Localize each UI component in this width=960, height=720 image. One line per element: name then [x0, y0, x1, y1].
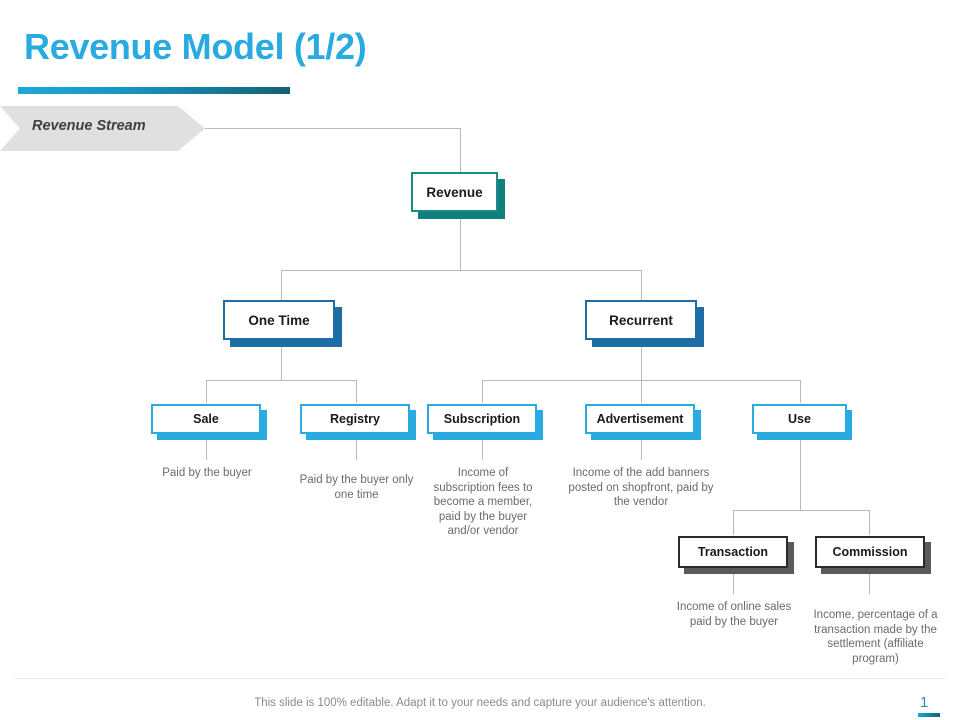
node-sale[interactable]: Sale	[151, 404, 261, 434]
connector-commission-to-caption	[869, 568, 870, 594]
node-commission-label: Commission	[832, 545, 908, 559]
connector-one-time-down	[281, 340, 282, 380]
node-registry-label: Registry	[329, 412, 381, 426]
caption-advertisement: Income of the add banners posted on shop…	[568, 467, 714, 508]
node-subscription[interactable]: Subscription	[427, 404, 537, 434]
connector-use-down	[800, 436, 801, 510]
connector-sale-to-caption	[206, 436, 207, 460]
node-revenue-label: Revenue	[426, 184, 483, 200]
page-number-underline	[918, 713, 940, 717]
node-transaction[interactable]: Transaction	[678, 536, 788, 568]
connector-to-sale	[206, 380, 207, 403]
connector-subscription-to-caption	[482, 436, 483, 460]
node-recurrent-label: Recurrent	[609, 312, 673, 328]
connector-to-registry	[356, 380, 357, 403]
connector-to-recurrent	[641, 270, 642, 300]
footer-divider	[15, 678, 945, 679]
connector-use-bus	[733, 510, 869, 511]
connector-banner-to-revenue-horizontal	[205, 128, 461, 129]
connector-to-one-time	[281, 270, 282, 300]
node-advertisement[interactable]: Advertisement	[585, 404, 695, 434]
node-recurrent[interactable]: Recurrent	[585, 300, 697, 340]
footer-note: This slide is 100% editable. Adapt it to…	[254, 697, 706, 709]
connector-to-advertisement	[641, 380, 642, 403]
connector-banner-to-revenue-vertical	[460, 128, 461, 172]
caption-registry: Paid by the buyer only one time	[299, 474, 414, 501]
node-use-label: Use	[788, 412, 811, 426]
page-title: Revenue Model (1/2)	[24, 26, 367, 67]
title-underline-rule	[18, 87, 290, 94]
connector-to-transaction	[733, 510, 734, 535]
caption-subscription: Income of subscription fees to become a …	[433, 467, 533, 537]
connector-to-use	[800, 380, 801, 403]
node-sale-label: Sale	[193, 412, 219, 426]
node-revenue[interactable]: Revenue	[411, 172, 498, 212]
connector-revenue-down	[460, 211, 461, 271]
connector-recurrent-down	[641, 340, 642, 380]
connector-to-subscription	[482, 380, 483, 403]
connector-transaction-to-caption	[733, 568, 734, 594]
node-use[interactable]: Use	[752, 404, 847, 434]
connector-registry-to-caption	[356, 436, 357, 460]
node-one-time-label: One Time	[248, 312, 310, 328]
node-commission[interactable]: Commission	[815, 536, 925, 568]
connector-one-time-bus	[206, 380, 356, 381]
node-registry[interactable]: Registry	[300, 404, 410, 434]
caption-commission: Income, percentage of a transaction made…	[813, 609, 938, 665]
node-subscription-label: Subscription	[443, 412, 521, 426]
revenue-stream-banner	[0, 106, 205, 151]
caption-transaction: Income of online sales paid by the buyer	[676, 601, 792, 628]
node-advertisement-label: Advertisement	[596, 412, 684, 426]
connector-level1-bus	[281, 270, 642, 271]
node-transaction-label: Transaction	[697, 545, 769, 559]
page-number: 1	[920, 694, 929, 711]
revenue-stream-banner-label: Revenue Stream	[32, 118, 146, 134]
connector-advertisement-to-caption	[641, 436, 642, 460]
node-one-time[interactable]: One Time	[223, 300, 335, 340]
connector-to-commission	[869, 510, 870, 535]
caption-sale: Paid by the buyer	[162, 467, 252, 479]
